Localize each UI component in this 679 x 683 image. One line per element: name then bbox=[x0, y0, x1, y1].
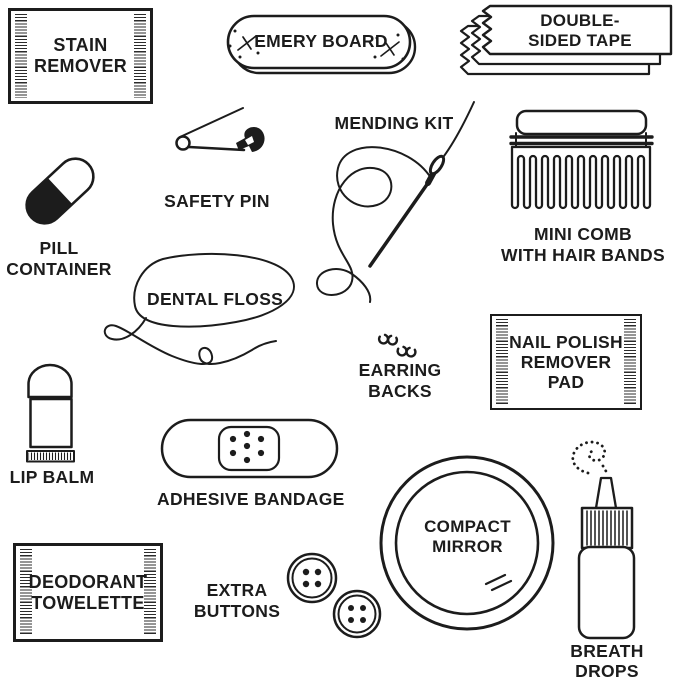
deodorant-towelette-packet: DEODORANT TOWELETTE bbox=[13, 543, 163, 642]
dental-floss-label: DENTAL FLOSS bbox=[147, 289, 284, 309]
compact-mirror-label: COMPACT MIRROR bbox=[424, 517, 511, 557]
pill-container-label: PILL CONTAINER bbox=[6, 238, 112, 279]
crimp-edge bbox=[624, 319, 636, 405]
lip-balm-label: LIP BALM bbox=[9, 467, 95, 487]
dental-floss-drawing bbox=[103, 252, 295, 365]
crimp-edge bbox=[15, 14, 27, 98]
emery-board-label: EMERY BOARD bbox=[254, 31, 388, 51]
safety-pin-drawing bbox=[175, 107, 265, 152]
pill-container-drawing bbox=[25, 157, 95, 225]
mini-comb-label: MINI COMB WITH HAIR BANDS bbox=[501, 224, 665, 265]
mini-comb-drawing bbox=[509, 109, 654, 210]
sparkle-icon bbox=[373, 33, 405, 61]
sparkle-icon bbox=[228, 29, 260, 59]
mirror-shine-icon bbox=[484, 573, 513, 592]
crimp-edge bbox=[20, 549, 32, 636]
safety-pin-label: SAFETY PIN bbox=[164, 191, 270, 211]
mending-kit-drawing bbox=[315, 101, 475, 303]
stain-remover-label: STAIN REMOVER bbox=[33, 35, 128, 76]
crimp-edge bbox=[496, 319, 508, 405]
emery-board-drawing bbox=[226, 14, 417, 75]
nail-polish-remover-pad-packet: NAIL POLISH REMOVER PAD bbox=[490, 314, 642, 410]
crimp-edge bbox=[144, 549, 156, 636]
earring-backs-label: EARRING BACKS bbox=[358, 360, 442, 401]
breath-drops-label: BREATH DROPS bbox=[570, 641, 644, 682]
double-sided-tape-label: DOUBLE- SIDED TAPE bbox=[528, 11, 632, 51]
mending-kit-label: MENDING KIT bbox=[334, 113, 454, 133]
breath-drops-drawing bbox=[571, 440, 636, 640]
adhesive-bandage-label: ADHESIVE BANDAGE bbox=[157, 489, 345, 509]
earring-backs-drawing bbox=[377, 333, 417, 358]
extra-buttons-drawing bbox=[286, 552, 382, 639]
deodorant-towelette-label: DEODORANT TOWELETTE bbox=[28, 571, 148, 613]
lip-balm-drawing bbox=[26, 363, 75, 463]
adhesive-bandage-drawing bbox=[160, 418, 339, 479]
scent-swirl-icon bbox=[571, 440, 609, 475]
crimp-edge bbox=[134, 14, 146, 98]
extra-buttons-label: EXTRA BUTTONS bbox=[193, 580, 281, 621]
compact-mirror-drawing bbox=[379, 455, 555, 631]
double-sided-tape-drawing bbox=[459, 4, 673, 76]
stain-remover-packet: STAIN REMOVER bbox=[8, 8, 153, 104]
nail-polish-remover-pad-label: NAIL POLISH REMOVER PAD bbox=[509, 331, 623, 393]
